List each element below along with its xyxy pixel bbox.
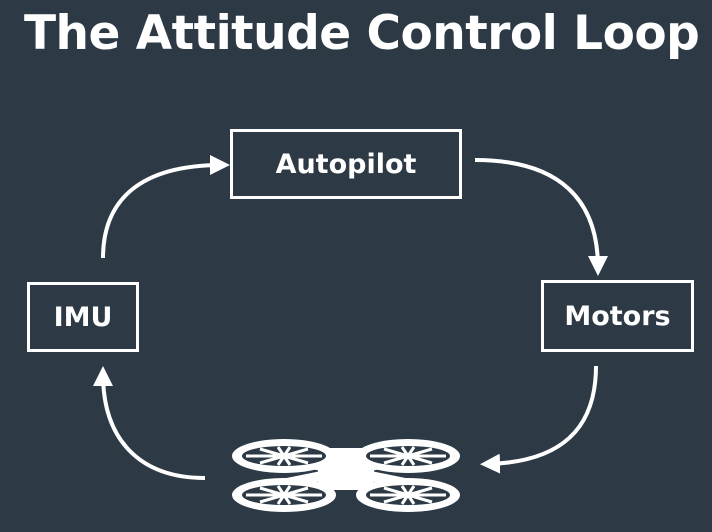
autopilot-label: Autopilot	[275, 148, 417, 180]
quadcopter-icon	[232, 439, 460, 512]
slide-title: The Attitude Control Loop	[24, 6, 700, 61]
arrow-vehicle-to-imu	[93, 366, 206, 480]
motors-box: Motors	[541, 280, 694, 352]
imu-box: IMU	[27, 282, 139, 352]
arrow-motors-to-vehicle	[480, 365, 598, 474]
arrow-autopilot-to-motors	[474, 158, 608, 276]
motors-label: Motors	[564, 300, 671, 332]
arrow-imu-to-autopilot	[101, 155, 230, 259]
autopilot-box: Autopilot	[230, 129, 462, 199]
imu-label: IMU	[53, 301, 113, 333]
